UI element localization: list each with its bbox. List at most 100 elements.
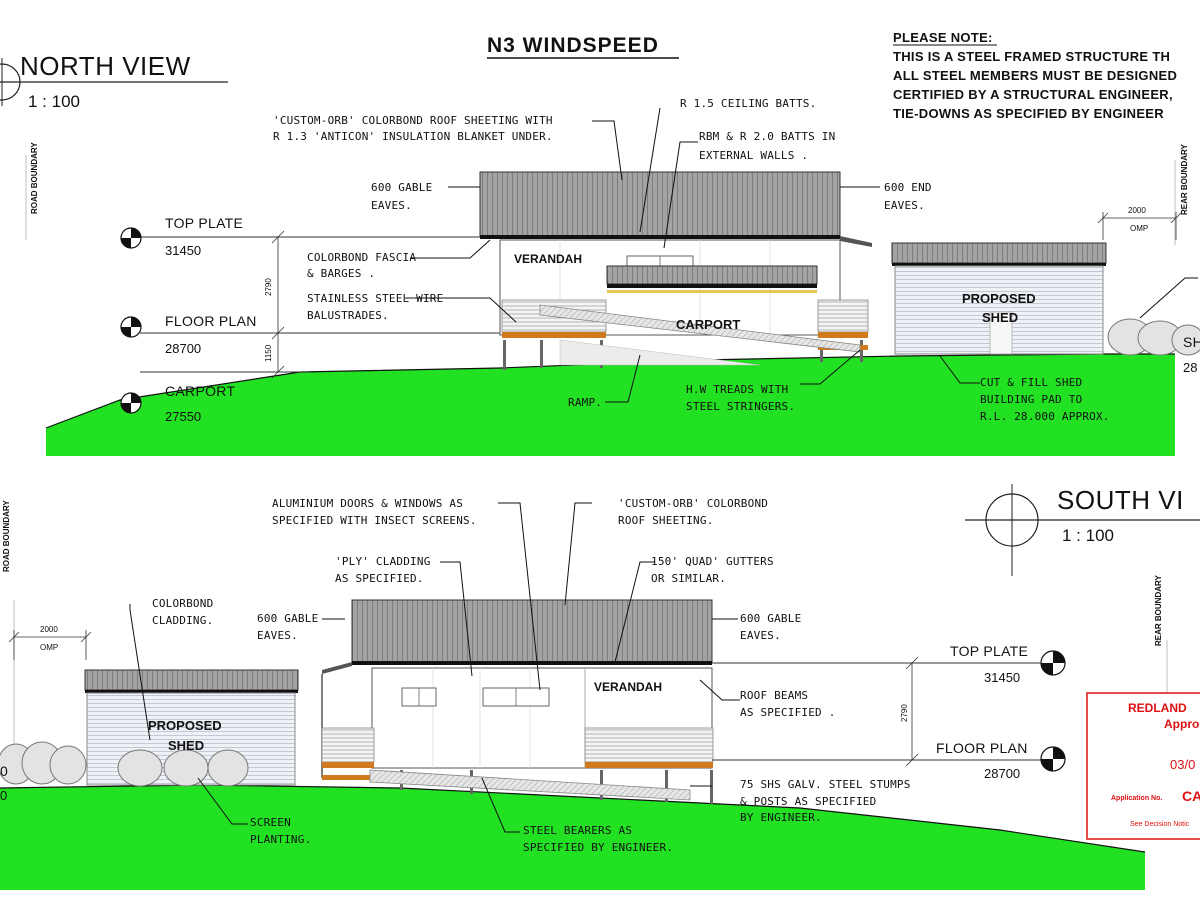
north-view-title: NORTH VIEW xyxy=(20,51,191,81)
north-note-fascia-2: & BARGES . xyxy=(307,267,376,280)
north-dim-1150: 1150 xyxy=(264,344,273,362)
north-omp-dimension xyxy=(1097,212,1182,240)
north-shrub xyxy=(1107,318,1200,356)
south-shed-label-2: SHED xyxy=(168,738,205,753)
south-note-doors-2: SPECIFIED WITH INSECT SCREENS. xyxy=(272,514,477,527)
south-note-gutter-1: 150' QUAD' GUTTERS xyxy=(651,555,774,568)
north-omp: OMP xyxy=(1130,224,1149,233)
north-note-treads-1: H.W TREADS WITH xyxy=(686,383,789,396)
north-shed-label-1: PROPOSED xyxy=(962,291,1036,306)
north-note-gable-1: 600 GABLE xyxy=(371,181,433,194)
north-note-balustrade-1: STAINLESS STEEL WIRE xyxy=(307,292,444,305)
south-view-marker xyxy=(965,484,1200,576)
south-ground xyxy=(0,785,1145,890)
south-note-bearers-2: SPECIFIED BY ENGINEER. xyxy=(523,841,674,854)
south-rear-boundary: REAR BOUNDARY xyxy=(1154,575,1163,646)
north-note-ceiling: R 1.5 CEILING BATTS. xyxy=(680,97,817,110)
south-note-gable-left-2: EAVES. xyxy=(257,629,298,642)
north-note-treads-2: STEEL STRINGERS. xyxy=(686,400,796,413)
south-omp-dimension xyxy=(8,630,92,660)
south-top-plate-value: 31450 xyxy=(984,670,1021,685)
south-note-colorbond-2: CLADDING. xyxy=(152,614,214,627)
north-note-cutfill-3: R.L. 28.000 APPROX. xyxy=(980,410,1110,423)
north-note-ramp: RAMP. xyxy=(568,396,603,409)
south-view-title: SOUTH VI xyxy=(1057,485,1184,515)
north-top-plate-value: 31450 xyxy=(165,243,202,258)
south-note-gutter-2: OR SIMILAR. xyxy=(651,572,727,585)
stamp-app-label: Application No. xyxy=(1111,795,1163,802)
south-note-bearers-1: STEEL BEARERS AS xyxy=(523,824,633,837)
north-road-boundary: ROAD BOUNDARY xyxy=(30,142,39,214)
south-note-roof-1: 'CUSTOM-ORB' COLORBOND xyxy=(618,497,769,510)
south-shrubs xyxy=(0,741,249,787)
north-note-roof-2: R 1.3 'ANTICON' INSULATION BLANKET UNDER… xyxy=(273,130,553,143)
south-left-cut-bottom: 0 xyxy=(0,788,8,803)
please-note-line-3: CERTIFIED BY A STRUCTURAL ENGINEER, xyxy=(893,87,1173,102)
south-note-gable-left-1: 600 GABLE xyxy=(257,612,319,625)
north-ground xyxy=(46,354,1175,456)
north-carport-level-value: 27550 xyxy=(165,409,202,424)
north-carport-level-label: CARPORT xyxy=(165,383,236,399)
north-note-cutfill-2: BUILDING PAD TO xyxy=(980,393,1083,406)
stamp-line-1: REDLAND xyxy=(1128,701,1187,715)
north-note-end-1: 600 END xyxy=(884,181,932,194)
south-shed-label-1: PROPOSED xyxy=(148,718,222,733)
north-note-gable-2: EAVES. xyxy=(371,199,412,212)
north-rear-boundary: REAR BOUNDARY xyxy=(1180,144,1189,215)
north-note-cutfill-1: CUT & FILL SHED xyxy=(980,376,1083,389)
south-level-markers xyxy=(1040,650,1066,772)
south-note-stumps-3: BY ENGINEER. xyxy=(740,811,822,824)
north-view-marker xyxy=(0,58,228,106)
north-note-fascia-1: COLORBOND FASCIA xyxy=(307,251,417,264)
south-leaders xyxy=(129,502,740,833)
stamp-date: 03/0 xyxy=(1170,757,1196,772)
south-note-beams-1: ROOF BEAMS xyxy=(740,689,809,702)
north-shed-label-2: SHED xyxy=(982,310,1019,325)
north-carport-label: CARPORT xyxy=(676,317,741,332)
south-note-roof-2: ROOF SHEETING. xyxy=(618,514,714,527)
south-note-gable-right-1: 600 GABLE xyxy=(740,612,802,625)
north-floor-plan-value: 28700 xyxy=(165,341,202,356)
north-dim-2000: 2000 xyxy=(1128,206,1146,215)
please-note-heading: PLEASE NOTE: xyxy=(893,30,993,45)
stamp-app-value: CA xyxy=(1182,788,1200,804)
south-note-gable-right-2: EAVES. xyxy=(740,629,781,642)
north-leaders xyxy=(405,107,1198,403)
north-view-scale: 1 : 100 xyxy=(28,92,80,111)
south-dim-2000: 2000 xyxy=(40,625,58,634)
south-view-scale: 1 : 100 xyxy=(1062,526,1114,545)
south-omp: OMP xyxy=(40,643,59,652)
south-note-stumps-1: 75 SHS GALV. STEEL STUMPS xyxy=(740,778,911,791)
please-note-line-2: ALL STEEL MEMBERS MUST BE DESIGNED xyxy=(893,68,1178,83)
south-house xyxy=(321,599,714,804)
north-note-balustrade-2: BALUSTRADES. xyxy=(307,309,389,322)
north-top-plate-label: TOP PLATE xyxy=(165,215,244,231)
south-note-ply-1: 'PLY' CLADDING xyxy=(335,555,431,568)
south-floor-plan-label: FLOOR PLAN xyxy=(936,740,1028,756)
north-shed xyxy=(891,242,1107,355)
north-note-end-2: EAVES. xyxy=(884,199,925,212)
south-note-beams-2: AS SPECIFIED . xyxy=(740,706,836,719)
north-verandah-label: VERANDAH xyxy=(514,252,583,266)
south-note-ply-2: AS SPECIFIED. xyxy=(335,572,424,585)
stamp-line-2: Appro xyxy=(1164,717,1200,731)
stamp-footer: See Decision Notic xyxy=(1130,821,1190,828)
north-right-cut-label: SH xyxy=(1183,334,1200,350)
north-note-rbm-1: RBM & R 2.0 BATTS IN xyxy=(699,130,836,143)
north-floor-plan-label: FLOOR PLAN xyxy=(165,313,257,329)
south-road-boundary: ROAD BOUNDARY xyxy=(2,500,11,572)
south-note-doors-1: ALUMINIUM DOORS & WINDOWS AS xyxy=(272,497,464,510)
drawing-title: N3 WINDSPEED xyxy=(487,34,659,57)
south-note-screen-1: SCREEN xyxy=(250,816,291,829)
north-note-roof-1: 'CUSTOM-ORB' COLORBOND ROOF SHEETING WIT… xyxy=(273,114,553,127)
north-house xyxy=(479,171,872,370)
south-level-lines xyxy=(712,656,1045,767)
south-note-stumps-2: & POSTS AS SPECIFIED xyxy=(740,795,877,808)
north-dim-2790: 2790 xyxy=(264,278,273,296)
please-note-line-4: TIE-DOWNS AS SPECIFIED BY ENGINEER xyxy=(893,106,1164,121)
north-right-cut-num: 28 xyxy=(1183,360,1198,375)
south-dim-2790: 2790 xyxy=(900,704,909,722)
north-note-rbm-2: EXTERNAL WALLS . xyxy=(699,149,809,162)
approval-stamp-box xyxy=(1086,692,1200,840)
